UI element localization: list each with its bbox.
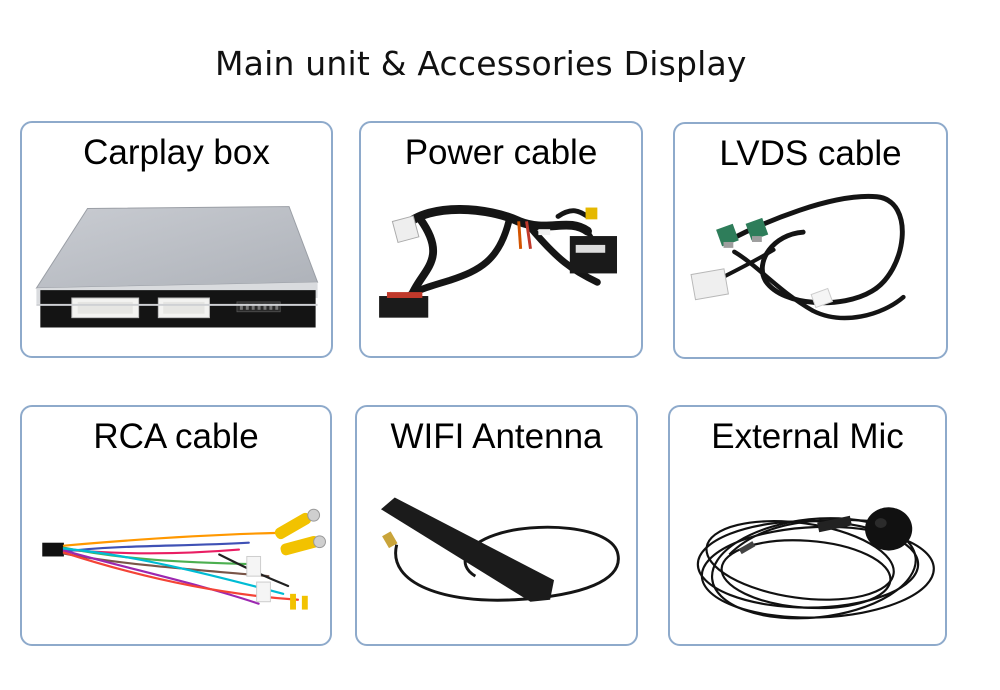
product-label: External Mic [711,417,904,456]
product-card-power-cable: Power cable [359,121,643,358]
product-card-rca-cable: RCA cable [20,405,332,646]
page-title: Main unit & Accessories Display [215,44,747,83]
product-label: Carplay box [83,133,270,172]
product-card-lvds-cable: LVDS cable [673,122,948,359]
wifi-antenna-image [380,497,620,602]
product-card-external-mic: External Mic [668,405,947,646]
product-label: Power cable [404,133,598,172]
product-card-wifi-antenna: WIFI Antenna [355,405,638,646]
carplay-box-image [35,206,319,328]
product-label: RCA cable [93,417,259,456]
product-label: LVDS cable [719,134,902,173]
power-cable-image [379,204,618,318]
product-label: WIFI Antenna [390,417,603,456]
external-mic-image [696,507,935,620]
product-card-carplay-box: Carplay box [20,121,333,358]
lvds-cable-image [690,193,906,321]
rca-cable-image [42,508,326,610]
